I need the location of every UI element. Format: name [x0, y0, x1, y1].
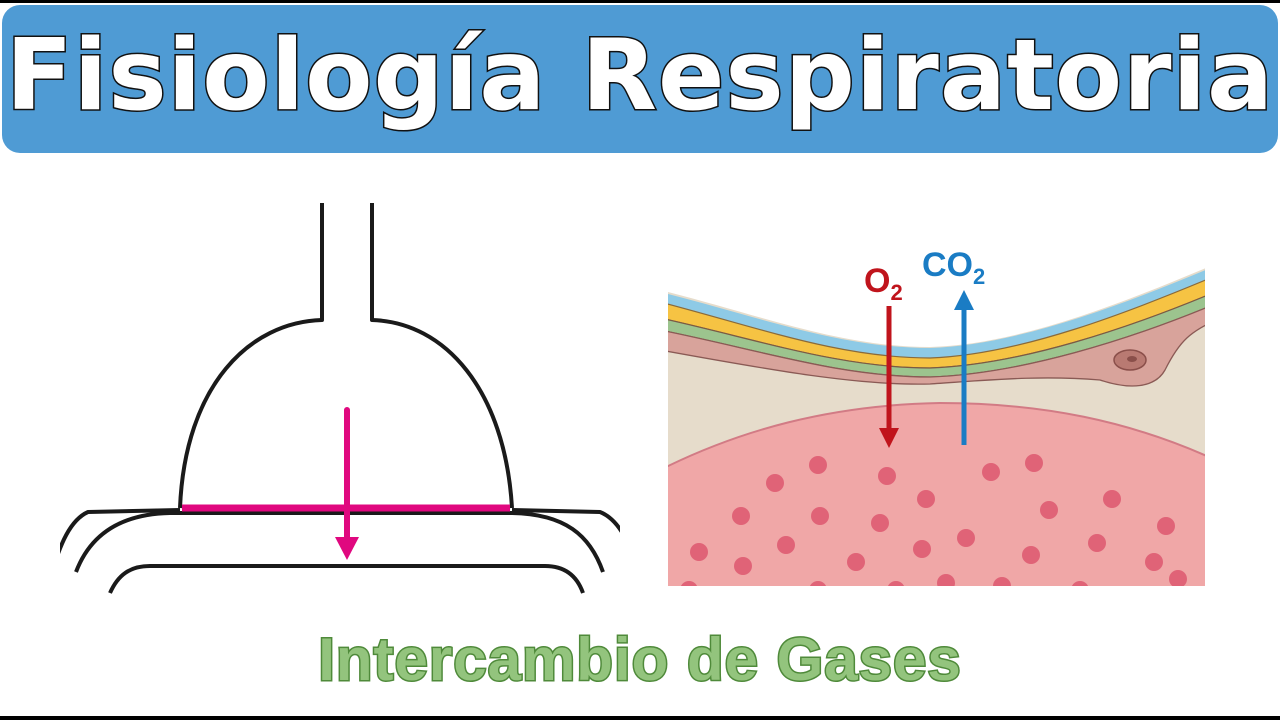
bell-right-wall	[370, 203, 514, 509]
arrow-down-icon	[879, 428, 899, 448]
co2-label: CO2	[922, 246, 985, 289]
bell-jar-diagram	[50, 190, 641, 610]
outer-body-line	[74, 511, 605, 573]
title-banner: Fisiología Respiratoria	[2, 5, 1278, 153]
o2-label: O2	[864, 262, 903, 305]
bottom-border	[0, 716, 1280, 720]
top-border	[0, 0, 1280, 3]
alveolar-membrane-illustration: O2 CO2	[668, 246, 1205, 586]
bell-left-wall	[178, 203, 324, 509]
red-blood-cells	[680, 454, 1187, 586]
gas-exchange-diagram: O2 CO2	[660, 240, 1220, 600]
arrow-up-icon	[954, 290, 974, 310]
page-title: Fisiología Respiratoria	[4, 19, 1275, 133]
subtitle: Intercambio de Gases	[317, 626, 963, 693]
arrow-down-icon	[335, 537, 359, 560]
inner-body-line	[108, 564, 585, 594]
bell-jar-illustration	[50, 203, 641, 594]
